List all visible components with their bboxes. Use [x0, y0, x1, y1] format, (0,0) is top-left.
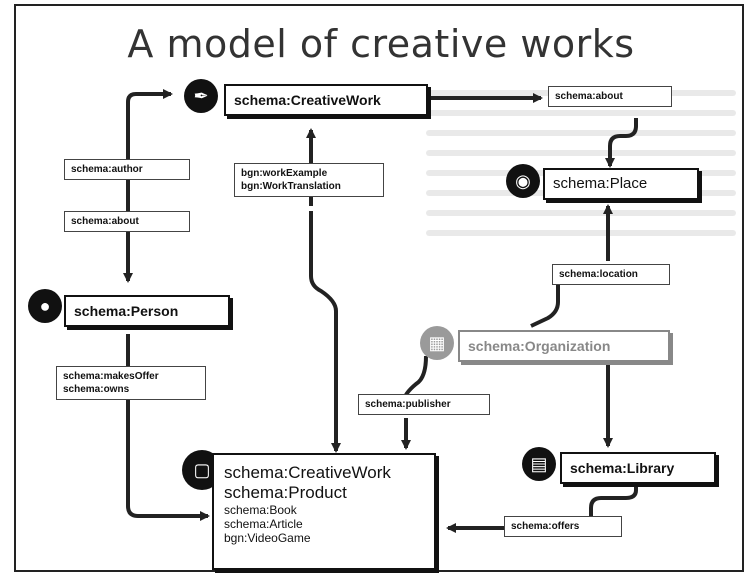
node-creative-work-product: schema:CreativeWork schema:Product schem… — [212, 453, 436, 570]
subtype-book: schema:Book — [224, 503, 297, 517]
edge-label-publisher: schema:publisher — [358, 394, 490, 415]
quill-pen-icon: ✒ — [184, 79, 218, 113]
work-translation-text: bgn:WorkTranslation — [241, 181, 341, 192]
node-creative-work-line: schema:CreativeWork — [224, 463, 391, 482]
edge-label-author: schema:author — [64, 159, 190, 180]
globe-icon: ◉ — [506, 164, 540, 198]
node-product-line: schema:Product — [224, 483, 347, 502]
node-creative-work: schema:CreativeWork — [224, 84, 428, 116]
building-icon: ▦ — [420, 326, 454, 360]
diagram-frame: A model of creative works ✒ schema:Creat… — [14, 4, 744, 572]
work-example-text: bgn:workExample — [241, 168, 328, 179]
edge-label-work-example: bgn:workExample bgn:WorkTranslation — [234, 163, 384, 197]
edge-label-about-left: schema:about — [64, 211, 190, 232]
node-organization: schema:Organization — [458, 330, 670, 362]
edge-label-about-top: schema:about — [548, 86, 672, 107]
subtype-article: schema:Article — [224, 517, 303, 531]
node-library: schema:Library — [560, 452, 716, 484]
diagram-title: A model of creative works — [127, 22, 635, 66]
library-icon: ▤ — [522, 447, 556, 481]
owns-text: schema:owns — [63, 384, 130, 395]
edge-label-makes-offer-owns: schema:makesOffer schema:owns — [56, 366, 206, 400]
edge-label-offers: schema:offers — [504, 516, 622, 537]
person-icon: ● — [28, 289, 62, 323]
subtype-videogame: bgn:VideoGame — [224, 531, 311, 545]
edge-label-location: schema:location — [552, 264, 670, 285]
node-place: schema:Place — [543, 168, 699, 200]
node-person: schema:Person — [64, 295, 230, 327]
makes-offer-text: schema:makesOffer — [63, 371, 159, 382]
